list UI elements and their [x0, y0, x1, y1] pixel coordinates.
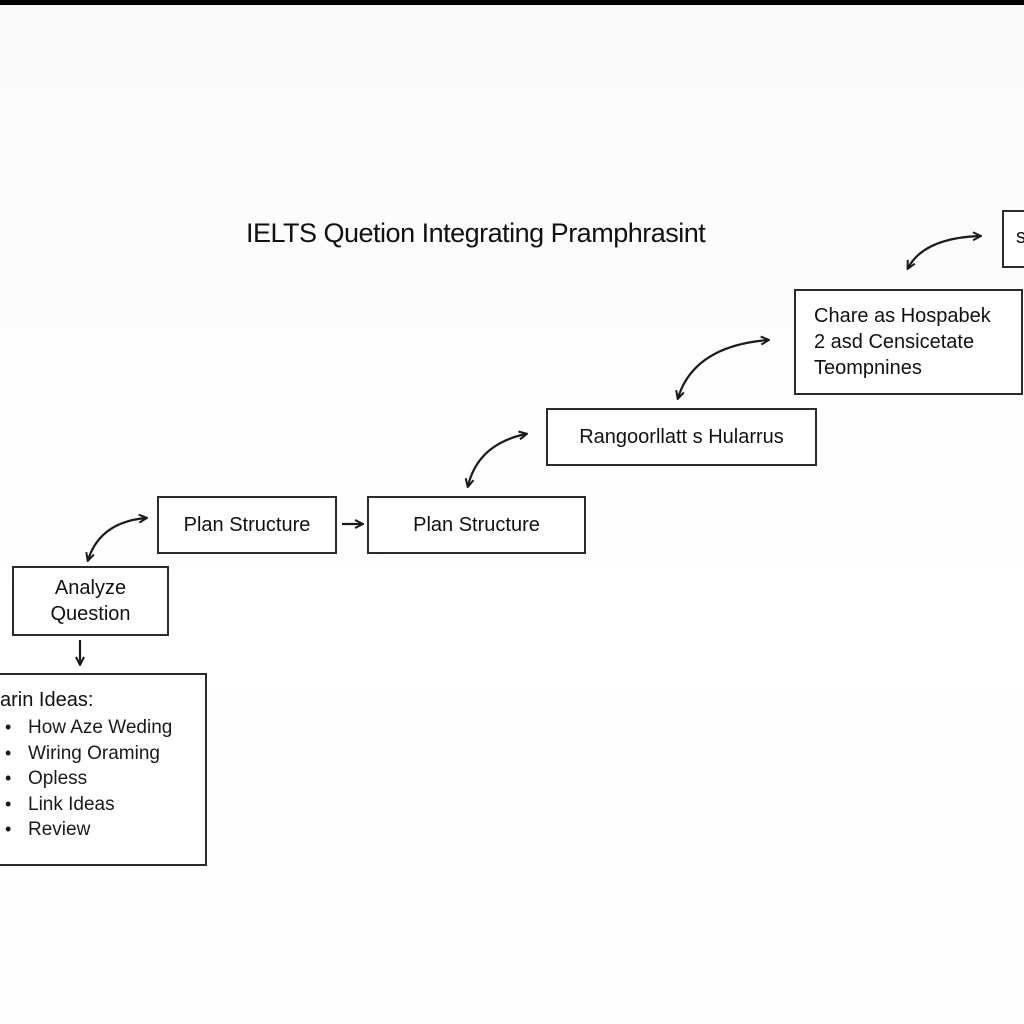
diagram-title: IELTS Quetion Integrating Pramphrasint — [246, 218, 706, 248]
bullet-icon: • — [5, 793, 12, 814]
node-rango: Rangoorllatt s Hularrus — [546, 408, 817, 466]
node-edge-label: s — [1016, 226, 1024, 248]
node-chare-line-1: Chare as Hospabek — [814, 305, 991, 327]
bullet-icon: • — [5, 742, 12, 763]
ideas-list-item: •Link Ideas — [0, 792, 205, 818]
arrow-chare-to-edge — [908, 236, 980, 268]
arrow-rango-to-chare — [678, 340, 768, 398]
node-chare: Chare as Hospabek 2 asd Censicetate Teom… — [794, 289, 1023, 395]
node-main-ideas: arin Ideas: •How Aze Weding •Wiring Oram… — [0, 673, 207, 866]
top-border-bar — [0, 0, 1024, 5]
bullet-icon: • — [5, 819, 12, 839]
ideas-list-item: •Wiring Oraming — [0, 741, 205, 767]
ideas-list-item: •Review — [0, 817, 205, 843]
node-analyze-line-2: Question — [50, 603, 131, 625]
bullet-icon: • — [5, 717, 12, 737]
node-analyze-line-1: Analyze — [54, 577, 127, 599]
node-chare-line-2: 2 asd Censicetate — [814, 331, 975, 353]
ideas-list-item: •Opless — [0, 766, 205, 792]
node-plan-structure-1: Plan Structure — [157, 496, 337, 554]
ideas-list: •How Aze Weding •Wiring Oraming •Opless … — [0, 715, 205, 843]
node-plan-structure-2: Plan Structure — [367, 496, 586, 554]
node-chare-line-3: Teompnines — [814, 357, 922, 379]
ideas-heading: arin Ideas: — [0, 689, 94, 711]
node-analyze-question: Analyze Question — [12, 566, 169, 636]
ideas-list-item: •How Aze Weding — [0, 715, 205, 741]
node-rango-label: Rangoorllatt s Hularrus — [579, 425, 784, 448]
node-plan-structure-1-label: Plan Structure — [183, 513, 311, 536]
arrow-analyze-to-plan — [88, 518, 146, 560]
node-edge-cutoff: s — [1002, 210, 1024, 268]
node-plan-structure-2-label: Plan Structure — [413, 513, 540, 536]
bullet-icon: • — [5, 768, 12, 788]
arrow-plan-to-rango — [468, 434, 526, 486]
